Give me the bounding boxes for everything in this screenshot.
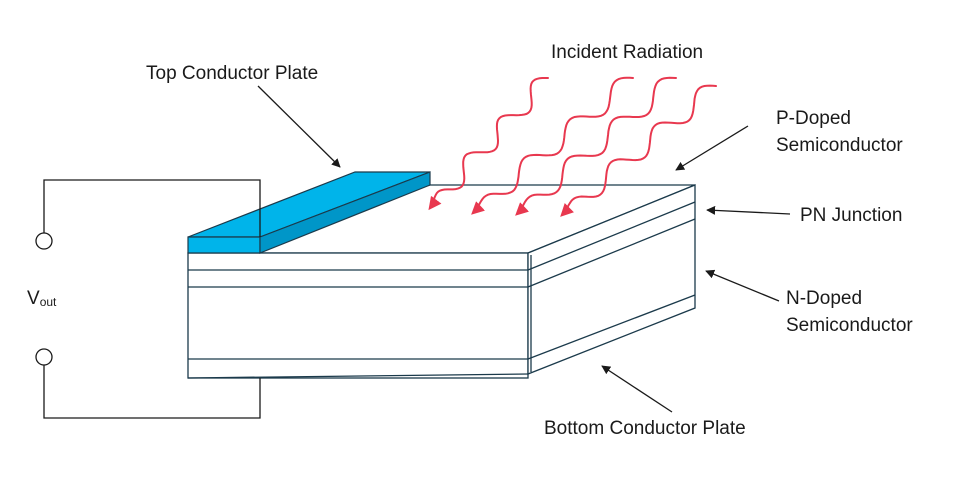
bottom-terminal <box>35 348 53 366</box>
pn-junction-lower-side <box>527 218 696 288</box>
top-plate-side-face <box>259 171 431 254</box>
top-conductor-plate <box>187 171 431 254</box>
radiation-wave-4 <box>560 84 717 217</box>
incident-radiation-label: Incident Radiation <box>551 42 703 63</box>
pn-junction-label: PN Junction <box>800 205 902 226</box>
radiation-wave-2 <box>471 76 634 215</box>
bottom-plate-pointer <box>601 365 673 413</box>
top-terminal <box>35 232 53 250</box>
front-face <box>187 252 529 379</box>
bottom-plate-label: Bottom Conductor Plate <box>544 418 746 439</box>
radiation-wave-3 <box>515 76 677 216</box>
n-doped-pointer <box>705 269 780 302</box>
pn-junction-pointer <box>706 205 791 215</box>
incident-radiation <box>428 76 717 217</box>
p-doped-label-line2: Semiconductor <box>776 135 903 156</box>
bottom-wire <box>43 365 261 419</box>
bottom-plate-line-side <box>527 294 696 360</box>
n-doped-label-line1: N-Doped <box>786 288 862 309</box>
pn-junction-upper-side <box>527 201 696 271</box>
labels: Top Conductor Plate Incident Radiation P… <box>146 42 913 439</box>
side-face <box>527 184 696 375</box>
top-plate-front-face <box>187 236 261 254</box>
p-doped-pointer <box>675 125 749 171</box>
n-doped-label-line2: Semiconductor <box>786 315 913 336</box>
vout-label: Vout <box>27 288 57 309</box>
p-doped-label-line1: P-Doped <box>776 108 851 129</box>
pointer-arrows <box>257 85 791 413</box>
output-circuit: Vout <box>27 179 261 419</box>
bottom-edge-front <box>187 373 529 379</box>
top-plate-label: Top Conductor Plate <box>146 63 318 84</box>
top-wire <box>43 179 261 237</box>
top-plate-pointer <box>257 85 341 168</box>
semiconductor-block <box>187 184 696 379</box>
radiation-wave-1 <box>428 77 549 211</box>
